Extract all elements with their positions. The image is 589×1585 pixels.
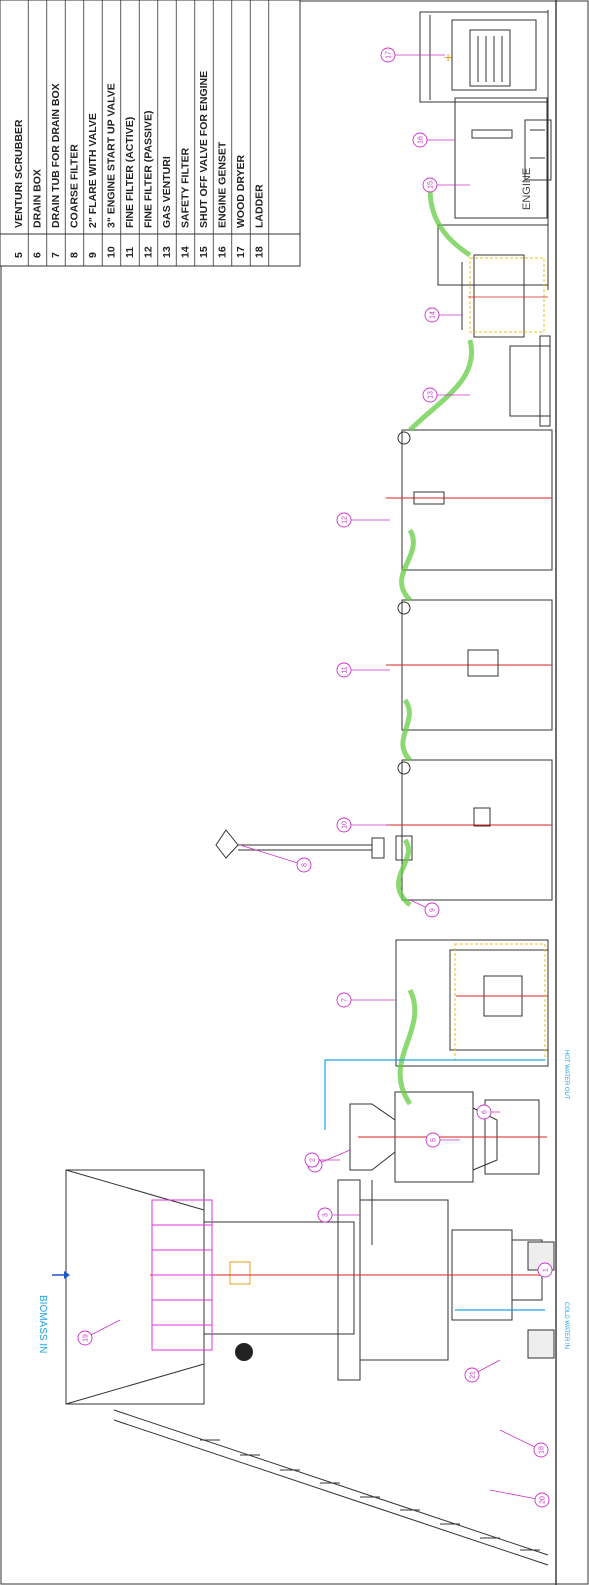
engine-genset [419, 10, 552, 290]
parts-list-number: 10 [106, 246, 118, 258]
parts-list-number: 13 [161, 246, 173, 258]
callout-number: 21 [470, 1371, 477, 1379]
parts-list-number: 15 [198, 246, 210, 258]
parts-list-description: ENGINE GENSET [217, 141, 229, 228]
callout-bubble [77, 1330, 93, 1346]
callout-bubble [336, 817, 352, 833]
callout-bubble [424, 902, 440, 918]
parts-list-description: 2" FLARE WITH VALVE [87, 113, 99, 228]
flare [215, 829, 413, 861]
callout-bubble [422, 177, 438, 193]
drain-box [395, 939, 549, 1067]
leader-line [489, 1489, 543, 1501]
parts-list-description: DRAIN TUB FOR DRAIN BOX [50, 83, 62, 228]
callout-bubble [424, 307, 440, 323]
parts-list-number: 16 [217, 246, 229, 258]
callout-number: 14 [430, 311, 437, 319]
leader-line [239, 844, 305, 866]
callout-number: 19 [83, 1334, 90, 1342]
parts-list-description: SHUT OFF VALVE FOR ENGINE [198, 71, 210, 228]
parts-list-number: 9 [87, 252, 99, 258]
parts-list-description: FINE FILTER (PASSIVE) [143, 111, 155, 228]
callout-bubble [296, 857, 312, 873]
parts-list-description: 3" ENGINE START UP VALVE [106, 83, 118, 228]
safety-filter-dashed [469, 257, 545, 333]
reactor-viewport [235, 1343, 253, 1361]
water-pipes [324, 1059, 545, 1311]
callout-bubble [304, 1152, 320, 1168]
parts-list-number: 12 [143, 246, 155, 258]
callout-bubble [476, 1104, 492, 1120]
callout-number: 18 [539, 1446, 546, 1454]
hopper-frame [151, 1199, 213, 1351]
parts-list-table: 5 VENTURI SCRUBBER 6 DRAIN BOX 7 DRAIN TUB FO… [0, 0, 301, 267]
parts-list-number: 18 [254, 246, 266, 258]
callout-number: 17 [386, 51, 393, 59]
callout-bubble [336, 662, 352, 678]
callout-number: 12 [342, 516, 349, 524]
biomass-in-label: BIOMASS IN [37, 1295, 48, 1353]
engine-label: ENGINE [521, 168, 533, 210]
parts-list-description: WOOD DRYER [235, 154, 247, 228]
safety-filter [461, 254, 525, 338]
fine-filter-1 [386, 429, 553, 571]
callout-bubble [537, 1262, 553, 1278]
gas-pipes [396, 184, 474, 1106]
callout-number: 20 [540, 1496, 547, 1504]
callout-number: 5 [431, 1138, 438, 1142]
callout-bubbles: 171615141312111098765432118202119 [77, 47, 553, 1508]
engine-plus-mark: + [444, 49, 452, 65]
parts-list-number: 11 [124, 247, 136, 258]
water-label-out: HOT WATER OUT [563, 1050, 569, 1100]
parts-list-number: 5 [13, 252, 25, 258]
callout-bubble [317, 1207, 333, 1223]
callout-bubble [336, 992, 352, 1008]
biomass-arrowhead [64, 1271, 70, 1279]
coarse-filter [386, 759, 553, 901]
callout-number: 8 [302, 863, 309, 867]
callout-number: 6 [482, 1110, 489, 1114]
parts-list-description: COARSE FILTER [69, 144, 81, 228]
callout-number: 1 [543, 1268, 550, 1272]
parts-list-description: VENTURI SCRUBBER [13, 119, 25, 228]
callout-number: 15 [428, 181, 435, 189]
gas-venturi [509, 335, 551, 427]
callout-bubble [534, 1492, 550, 1508]
gasifier-reactor [65, 1169, 548, 1405]
ladder [113, 1409, 549, 1566]
parts-list-number: 8 [69, 252, 81, 258]
parts-list-description: FINE FILTER (ACTIVE) [124, 117, 136, 228]
callout-number: 7 [342, 998, 349, 1002]
callout-number: 9 [430, 908, 437, 912]
callout-bubble [380, 47, 396, 63]
parts-list-number: 7 [50, 252, 62, 258]
water-label-in: COLD WATER IN [563, 1302, 569, 1349]
callout-number: 10 [342, 821, 349, 829]
callout-number: 16 [418, 136, 425, 144]
callout-bubble [336, 512, 352, 528]
parts-list-description: DRAIN BOX [32, 169, 44, 228]
parts-list-description: SAFETY FILTER [180, 147, 192, 228]
callout-bubble [425, 1132, 441, 1148]
parts-list-description: LADDER [254, 184, 266, 228]
callout-bubble [464, 1367, 480, 1383]
callout-number: 2 [310, 1158, 317, 1162]
parts-list-number: 14 [180, 246, 192, 258]
callout-bubble [533, 1442, 549, 1458]
parts-list-number: 17 [235, 246, 247, 258]
drain-box-dashed [454, 943, 546, 1061]
callout-number: 3 [323, 1213, 330, 1217]
callout-number: 11 [342, 666, 349, 673]
parts-list-number: 6 [32, 252, 44, 258]
callout-bubble [422, 387, 438, 403]
parts-list-description: GAS VENTURI [161, 156, 173, 228]
fine-filter-2 [386, 599, 553, 731]
callout-bubble [412, 132, 428, 148]
leader-line [499, 1429, 542, 1451]
callout-number: 13 [428, 391, 435, 399]
